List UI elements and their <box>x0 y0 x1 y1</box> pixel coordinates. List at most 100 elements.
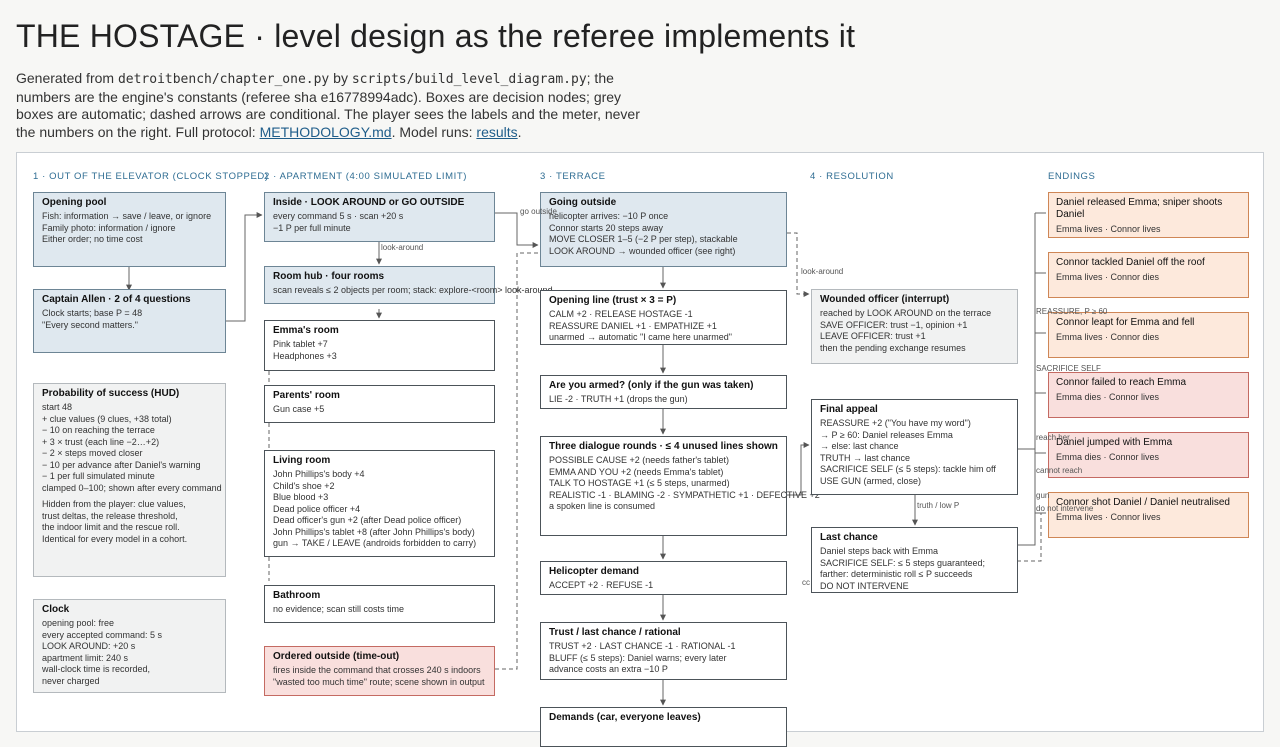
node-line: Blue blood +3 <box>273 492 329 502</box>
node-living-room[interactable]: Living room John Phillips's body +4 Chil… <box>264 450 495 557</box>
node-final-appeal[interactable]: Final appeal REASSURE +2 ("You have my w… <box>811 399 1018 495</box>
node-line: "Every second matters." <box>42 319 138 330</box>
node-line: Daniel steps back with Emma <box>820 546 939 556</box>
node-line: − 10 per advance after Daniel's warning <box>42 459 201 470</box>
node-line: LIE -2 · TRUTH +1 (drops the gun) <box>549 394 688 404</box>
edge-to-final <box>787 442 810 496</box>
node-line: Fish: information → save / leave, or ign… <box>42 211 212 221</box>
edge-to-endings-trunk <box>1017 212 1046 546</box>
column-header-elevator: 1 · OUT OF THE ELEVATOR (clock stopped) <box>33 171 269 182</box>
node-line: start 48 <box>42 402 73 412</box>
node-line: apartment limit: 240 s <box>42 652 129 663</box>
node-helicopter-demand[interactable]: Helicopter demand ACCEPT +2 · REFUSE -1 <box>540 561 787 595</box>
node-line: TRUTH → last chance <box>820 452 911 463</box>
ending-card[interactable]: Connor tackled Daniel off the roof Emma … <box>1048 252 1249 298</box>
ending-outcome: Emma lives · Connor lives <box>1056 224 1161 234</box>
node-title: Demands (car, everyone leaves) <box>549 712 701 723</box>
ending-title: Connor leapt for Emma and fell <box>1056 317 1195 328</box>
node-last-chance[interactable]: Last chance Daniel steps back with Emma … <box>811 527 1018 593</box>
node-line: LEAVE OFFICER: trust +1 <box>820 331 926 341</box>
node-opening-line[interactable]: Opening line (trust × 3 = P) CALM +2 · R… <box>540 290 787 345</box>
node-line: EMMA AND YOU +2 (needs Emma's tablet) <box>549 466 724 477</box>
node-title: Clock <box>42 604 70 615</box>
node-line: POSSIBLE CAUSE +2 (needs father's tablet… <box>549 455 730 465</box>
node-line: −1 P per full minute <box>273 222 351 233</box>
source-file: detroitbench/chapter_one.py <box>117 72 330 87</box>
node-title: Bathroom <box>273 590 321 601</box>
node-parents-room[interactable]: Parents' room Gun case +5 <box>264 385 495 423</box>
node-opening-pool[interactable]: Opening pool Fish: information → save / … <box>33 192 226 267</box>
node-title: Captain Allen · 2 of 4 questions <box>42 294 191 305</box>
page-title: THE HOSTAGE · level design as the refere… <box>16 18 856 54</box>
intro-text: . <box>517 123 522 140</box>
node-room-hub[interactable]: Room hub · four rooms scan reveals ≤ 2 o… <box>264 266 553 304</box>
node-trust-last-chance[interactable]: Trust / last chance / rational TRUST +2 … <box>540 622 787 680</box>
node-line: REALISTIC -1 · BLAMING -2 · SYMPATHETIC … <box>549 489 820 500</box>
node-title: Wounded officer (interrupt) <box>820 294 950 305</box>
node-line: never charged <box>42 675 100 686</box>
node-line: SACRIFICE SELF (≤ 5 steps): tackle him o… <box>820 464 996 474</box>
node-line: Dead officer's gun +2 (after Dead police… <box>273 515 462 525</box>
node-title: Last chance <box>820 532 878 543</box>
edge-ordered-dashed <box>495 252 538 670</box>
edge-allen-to-inside <box>225 212 263 322</box>
ending-card[interactable]: Connor failed to reach Emma Emma dies · … <box>1048 372 1249 418</box>
ending-title: Daniel jumped with Emma <box>1056 437 1173 448</box>
node-title: Three dialogue rounds · ≤ 4 unused lines… <box>549 441 778 452</box>
node-line: clamped 0–100; shown after every command <box>42 482 222 493</box>
node-line: then the pending exchange resumes <box>820 342 966 353</box>
node-clock: Clock opening pool: free every accepted … <box>33 599 226 693</box>
node-line: + 3 × trust (each line −2…+2) <box>42 436 160 447</box>
node-line: unarmed → automatic "I came here unarmed… <box>549 332 732 342</box>
edge-label-truth-low: truth / low P <box>917 501 960 510</box>
node-demands[interactable]: Demands (car, everyone leaves) <box>540 707 787 747</box>
node-three-rounds[interactable]: Three dialogue rounds · ≤ 4 unused lines… <box>540 436 820 536</box>
ending-card[interactable]: Daniel jumped with Emma Emma dies · Conn… <box>1048 432 1249 478</box>
node-line: Child's shoe +2 <box>273 480 335 491</box>
edge-label-do-not-intervene: do not intervene <box>1036 504 1094 513</box>
edge-label-cannot-reach: cannot reach <box>1036 466 1083 475</box>
node-line: trust deltas, the release threshold, <box>42 510 178 521</box>
node-line: John Phillips's body +4 <box>273 469 365 479</box>
node-title: Opening pool <box>42 197 107 208</box>
intro-text: . Model runs: <box>391 123 477 140</box>
ending-card[interactable]: Daniel released Emma; sniper shoots Dani… <box>1048 192 1249 238</box>
node-line: no evidence; scan still costs time <box>273 604 405 614</box>
node-title: Going outside <box>549 197 617 208</box>
node-line: Headphones +3 <box>273 350 337 361</box>
node-ordered-outside[interactable]: Ordered outside (time-out) fires inside … <box>264 646 495 696</box>
node-going-outside[interactable]: Going outside helicopter arrives: −10 P … <box>540 192 787 267</box>
node-line: CALM +2 · RELEASE HOSTAGE -1 <box>549 309 693 319</box>
ending-card[interactable]: Connor leapt for Emma and fell Emma live… <box>1048 312 1249 358</box>
node-line: every accepted command: 5 s <box>42 629 163 640</box>
node-bathroom[interactable]: Bathroom no evidence; scan still costs t… <box>264 585 495 623</box>
methodology-link[interactable]: METHODOLOGY.md <box>259 123 392 140</box>
node-captain-allen[interactable]: Captain Allen · 2 of 4 questions Clock s… <box>33 289 226 353</box>
edge-label-look-around: look-around <box>801 267 844 276</box>
ending-outcome: Emma lives · Connor dies <box>1056 332 1160 342</box>
results-link[interactable]: results <box>476 123 518 140</box>
node-are-you-armed[interactable]: Are you armed? (only if the gun was take… <box>540 375 787 409</box>
node-line: John Phillips's tablet +8 (after John Ph… <box>273 526 475 537</box>
script-file: scripts/build_level_diagram.py <box>351 72 587 87</box>
node-title: Inside · LOOK AROUND or GO OUTSIDE <box>273 197 465 208</box>
node-title: Are you armed? (only if the gun was take… <box>549 380 754 391</box>
node-line: TRUST +2 · LAST CHANCE -1 · RATIONAL -1 <box>549 641 736 651</box>
node-line: SAVE OFFICER: trust −1, opinion +1 <box>820 319 968 330</box>
ending-title: Daniel released Emma; sniper shoots Dani… <box>1056 197 1223 220</box>
node-title: Final appeal <box>820 404 878 415</box>
intro-text: ; the numbers are the engine's constants… <box>16 70 640 140</box>
node-emmas-room[interactable]: Emma's room Pink tablet +7 Headphones +3 <box>264 320 495 371</box>
column-header-terrace: 3 · TERRACE <box>540 171 606 182</box>
node-line: farther: deterministic roll ≤ P succeeds <box>820 569 973 579</box>
column-header-resolution: 4 · RESOLUTION <box>810 171 894 182</box>
ending-outcome: Emma dies · Connor lives <box>1056 452 1160 462</box>
node-line: Gun case +5 <box>273 404 325 414</box>
edge-label-reassure: REASSURE, P ≥ 60 <box>1036 307 1108 316</box>
node-probability-hud: Probability of success (HUD) start 48 + … <box>33 383 226 577</box>
ending-card[interactable]: Connor shot Daniel / Daniel neutralised … <box>1048 492 1249 538</box>
column-header-endings: ENDINGS <box>1048 171 1096 182</box>
edge-label-sacrifice: SACRIFICE SELF <box>1036 364 1101 373</box>
node-inside[interactable]: Inside · LOOK AROUND or GO OUTSIDE every… <box>264 192 495 242</box>
node-line: Clock starts; base P = 48 <box>42 308 143 318</box>
